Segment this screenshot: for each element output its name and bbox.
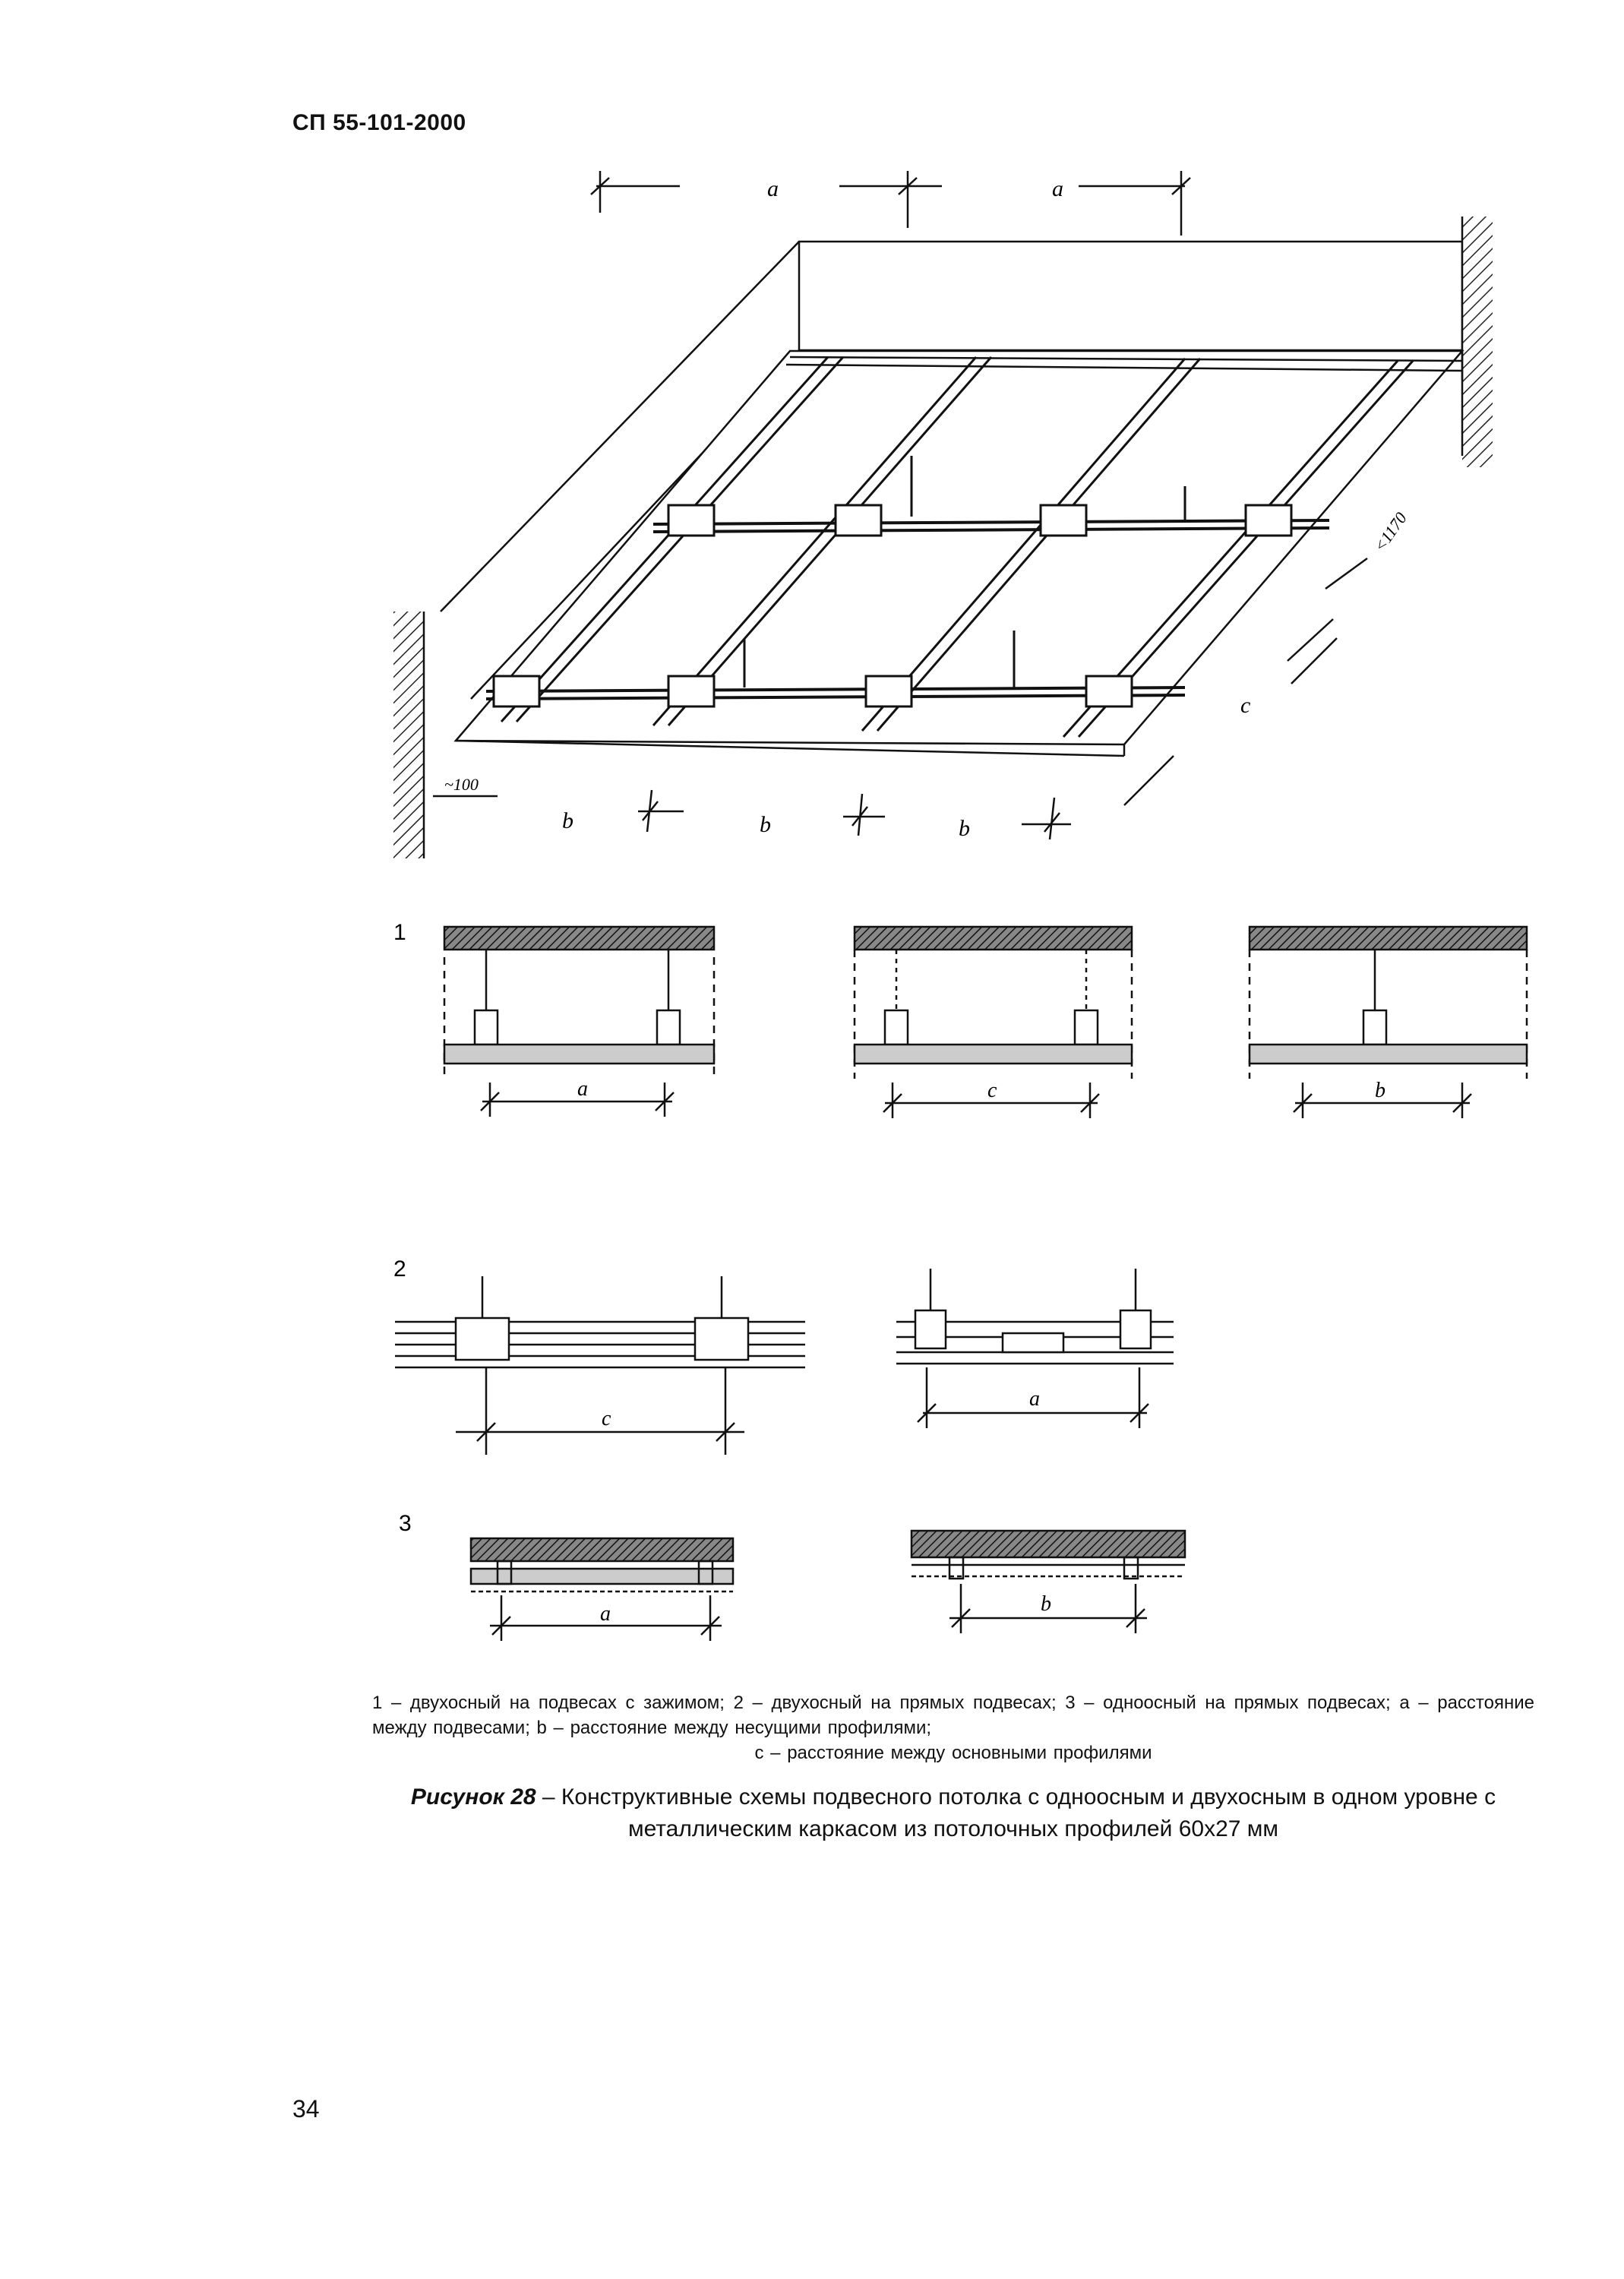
scheme-1-dim-c: c <box>987 1079 997 1102</box>
label-100: ~100 <box>444 775 479 794</box>
dimension-top-a <box>590 171 1191 235</box>
label-b-2: b <box>760 812 771 837</box>
figure-legend: 1 – двухосный на подвесах с зажимом; 2 –… <box>372 1690 1534 1765</box>
label-a-2: a <box>1052 176 1063 201</box>
main-profiles <box>500 356 1414 738</box>
scheme-3-dim-b: b <box>1041 1592 1051 1616</box>
scheme-2-dim-c: c <box>602 1407 611 1430</box>
scheme-number-2: 2 <box>393 1256 406 1282</box>
label-b-3: b <box>959 816 970 841</box>
label-1170: <1170 <box>1370 509 1411 555</box>
connectors <box>492 504 1293 708</box>
scheme-1-detail-b <box>1248 925 1528 1118</box>
scheme-3-detail-b <box>910 1529 1186 1633</box>
scheme-2-dim-a: a <box>1029 1387 1040 1411</box>
scheme-1-dim-a: a <box>577 1077 588 1101</box>
perspective-view <box>393 171 1493 858</box>
scheme-2-detail-a <box>896 1269 1174 1428</box>
label-a-1: a <box>767 176 779 201</box>
caption-label: Рисунок 28 <box>410 1784 536 1810</box>
scheme-number-3: 3 <box>399 1511 412 1536</box>
scheme-3-detail-a <box>469 1537 735 1641</box>
document-code: СП 55-101-2000 <box>292 110 466 135</box>
scheme-1-detail-c <box>853 925 1133 1118</box>
label-c: c <box>1240 693 1250 718</box>
caption-text: – Конструктивные схемы подвесного потолк… <box>536 1784 1496 1841</box>
scheme-2-detail-c <box>395 1276 805 1455</box>
figure-28-drawing: a a <1170 c ~100 b b b 1 a c <box>393 171 1528 1641</box>
scheme-number-1: 1 <box>393 920 406 945</box>
legend-line-1: 1 – двухосный на подвесах с зажимом; 2 –… <box>372 1693 1534 1738</box>
dimension-bottom-b <box>433 789 1071 840</box>
scheme-1-dim-b: b <box>1375 1079 1385 1102</box>
figure-caption: Рисунок 28 – Конструктивные схемы подвес… <box>372 1781 1534 1845</box>
label-b-1: b <box>562 808 573 833</box>
scheme-1-detail-a <box>443 925 716 1117</box>
hangers <box>743 456 1186 687</box>
legend-line-2: c – расстояние между основными профилями <box>754 1743 1152 1763</box>
cross-profiles <box>485 519 1330 700</box>
page-number: 34 <box>292 2095 320 2123</box>
scheme-3-dim-a: a <box>600 1602 611 1626</box>
